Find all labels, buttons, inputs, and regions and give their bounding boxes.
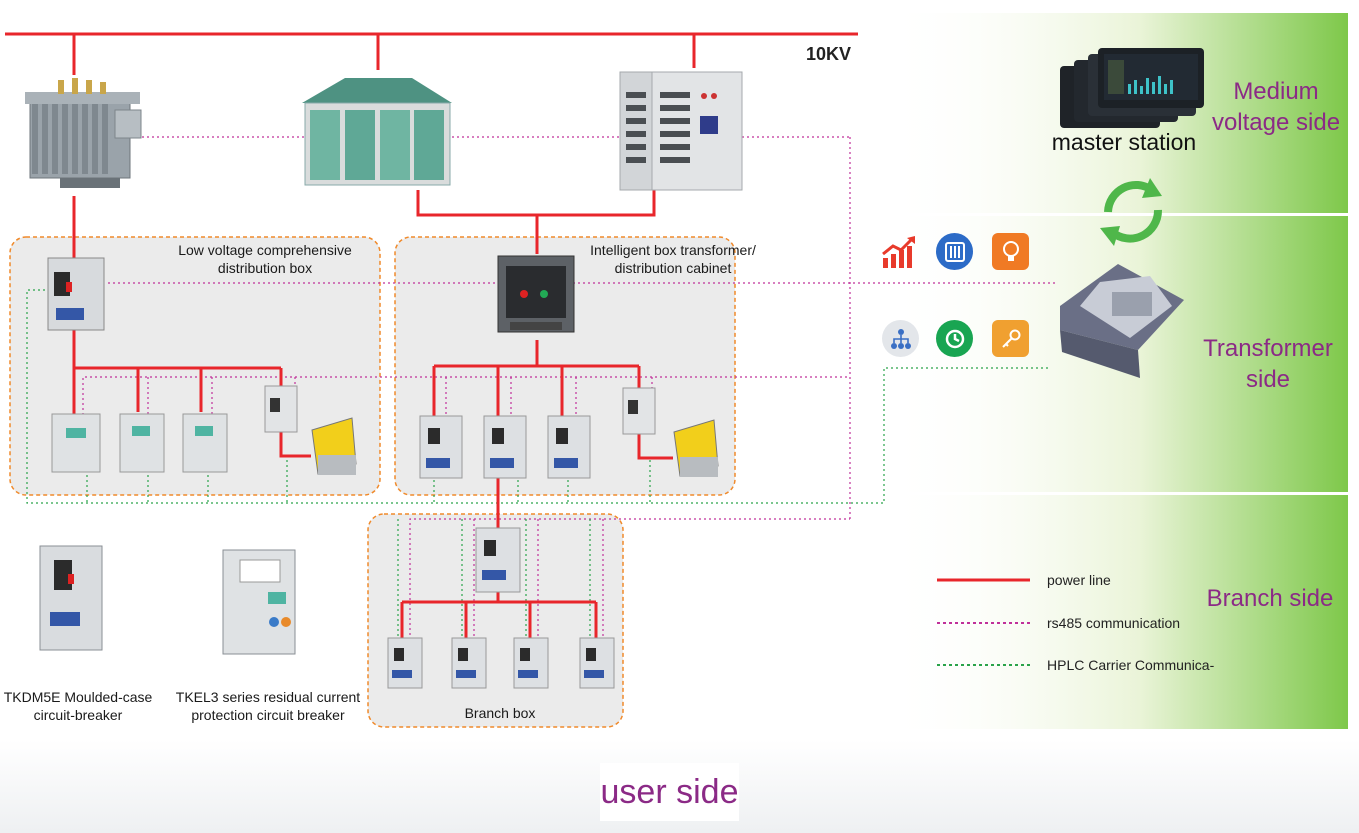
branch-main-breaker — [475, 527, 521, 593]
tkdm5e-label: TKDM5E Moulded-case circuit-breaker — [3, 689, 153, 724]
power-lines — [72, 190, 673, 640]
legend-rs485-label: rs485 communication — [1047, 615, 1181, 631]
intelligent-box-label: Intelligent box transformer/ distributio… — [590, 242, 756, 277]
branch-box-label: Branch box — [464, 705, 536, 721]
branch-breakers — [387, 637, 615, 689]
lv-main-breaker — [47, 257, 105, 331]
concentrator-device — [1060, 264, 1184, 378]
branch-side-label: Branch side — [1206, 585, 1334, 612]
lv-residual-breakers — [51, 413, 228, 473]
low-voltage-box-label: Low voltage comprehensive distribution b… — [178, 242, 352, 277]
box-frames — [9, 236, 736, 728]
acb-breaker — [497, 255, 575, 333]
ib-capacitor — [673, 419, 719, 477]
master-station-label: master station — [1051, 129, 1197, 155]
clock-icon — [936, 320, 973, 357]
bulb-icon — [992, 233, 1029, 270]
voltage-label: 10KV — [806, 44, 852, 64]
tkel3-label: TKEL3 series residual current protection… — [175, 689, 361, 724]
legend-power-label: power line — [1047, 572, 1111, 588]
ib-small-breaker — [622, 387, 656, 435]
lv-capacitor — [311, 417, 357, 475]
equalizer-icon — [936, 233, 973, 270]
sync-arrows-icon — [1104, 180, 1163, 243]
oil-transformer — [25, 78, 142, 188]
branch-box-frame — [367, 513, 624, 728]
tkdm5e-product — [39, 545, 103, 651]
trend-chart-icon — [880, 233, 917, 270]
tkel3-product — [222, 549, 296, 655]
legend-hplc-label: HPLC Carrier Communica- — [1047, 657, 1215, 673]
ib-breakers — [419, 415, 591, 479]
box-transformer — [302, 78, 452, 186]
switchgear-cabinet — [619, 71, 743, 191]
network-icon — [882, 320, 919, 357]
transformer-side-label: Transformer side — [1203, 335, 1333, 394]
bus-10kv — [5, 32, 858, 75]
key-icon — [992, 320, 1029, 357]
user-side-label: user side — [600, 763, 739, 821]
medium-voltage-side-label: Medium voltage side — [1211, 78, 1341, 137]
master-station-screens — [1060, 48, 1204, 128]
legend-lines — [937, 578, 1030, 666]
lv-small-breaker — [264, 385, 298, 433]
hplc-lines — [26, 289, 1048, 640]
